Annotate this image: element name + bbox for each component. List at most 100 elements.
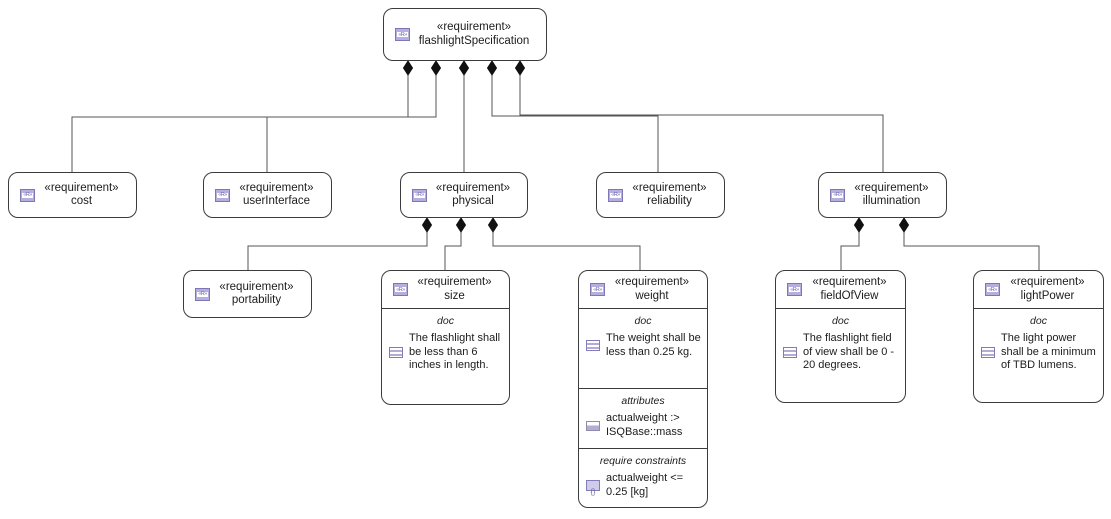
doc-compartment: doc The flashlight shall be less than 6 … xyxy=(382,308,509,377)
composition-diamond xyxy=(898,217,910,233)
stereotype-label: «requirement» xyxy=(219,280,294,293)
node-fieldOfView[interactable]: «R» «requirement» fieldOfView doc The fl… xyxy=(775,270,906,403)
node-header: «R» «requirement» cost xyxy=(9,173,136,217)
composition-diamond xyxy=(430,60,442,76)
stereotype-label: «requirement» xyxy=(614,276,690,288)
composition-connector-fieldOfView[interactable] xyxy=(840,232,860,270)
node-portability[interactable]: «R» «requirement» portability xyxy=(183,270,312,318)
node-reliability[interactable]: «R» «requirement» reliability xyxy=(596,172,725,218)
node-title: «requirement» weight xyxy=(605,276,707,303)
composition-connector-lightPower[interactable] xyxy=(903,232,1040,270)
node-header: «R» «requirement» weight xyxy=(579,271,707,308)
doc-entry: The flashlight field of view shall be 0 … xyxy=(776,327,905,377)
stereotype-label: «requirement» xyxy=(44,181,119,194)
constraint-text: actualweight <= 0.25 [kg] xyxy=(606,472,684,498)
constraint-icon-glyph: {} xyxy=(590,489,596,496)
compartment-label: doc xyxy=(1030,315,1047,327)
node-cost[interactable]: «R» «requirement» cost xyxy=(8,172,137,218)
require-constraints-compartment: require constraints {} actualweight <= 0… xyxy=(579,448,707,507)
composition-connector-portability[interactable] xyxy=(247,232,428,270)
attribute-icon xyxy=(586,420,600,431)
stereotype-label: «requirement» xyxy=(436,21,512,33)
requirement-icon: «R» xyxy=(393,283,408,296)
compartment-label: doc xyxy=(634,315,652,327)
node-physical[interactable]: «R» «requirement» physical xyxy=(400,172,528,218)
node-name: flashlightSpecification xyxy=(418,34,530,47)
node-title: «requirement» size xyxy=(408,276,509,303)
composition-connector-userInterface[interactable] xyxy=(266,75,437,172)
node-header: «R» «requirement» fieldOfView xyxy=(776,271,905,308)
requirement-icon: «R» xyxy=(590,283,605,296)
composition-diamond xyxy=(486,60,498,76)
requirement-icon-band xyxy=(197,291,208,297)
composition-connector-reliability[interactable] xyxy=(491,75,659,172)
attribute-entry: actualweight :> ISQBase::mass xyxy=(579,407,707,443)
node-title: «requirement» fieldOfView xyxy=(802,276,905,303)
requirement-icon-glyph: «R» xyxy=(415,192,424,198)
requirement-icon: «R» xyxy=(20,188,35,202)
node-name: illumination xyxy=(862,195,921,207)
node-name: userInterface xyxy=(242,195,311,207)
node-title: «requirement» userInterface xyxy=(230,182,331,209)
doc-icon xyxy=(586,340,600,351)
requirement-icon: «R» xyxy=(608,188,623,202)
requirement-icon-band xyxy=(610,192,621,198)
node-title: «requirement» lightPower xyxy=(1000,276,1103,303)
node-name: cost xyxy=(70,195,93,207)
composition-diamond xyxy=(514,60,526,76)
composition-connector-weight[interactable] xyxy=(492,232,641,270)
node-title: «requirement» illumination xyxy=(845,182,946,209)
node-size[interactable]: «R» «requirement» size doc The flashligh… xyxy=(381,270,510,405)
composition-connector-size[interactable] xyxy=(444,232,462,270)
node-illumination[interactable]: «R» «requirement» illumination xyxy=(818,172,947,218)
requirement-icon-glyph: «R» xyxy=(396,286,405,293)
requirement-icon: «R» xyxy=(215,188,230,202)
requirement-icon: «R» xyxy=(787,283,802,296)
compartment-label: doc xyxy=(437,315,454,327)
doc-compartment: doc The flashlight field of view shall b… xyxy=(776,308,905,377)
stereotype-label: «requirement» xyxy=(417,276,492,288)
stereotype-label: «requirement» xyxy=(854,181,929,194)
requirement-icon-band xyxy=(397,32,408,37)
node-title: «requirement» cost xyxy=(35,182,136,209)
composition-diamond xyxy=(487,217,499,233)
node-name: weight xyxy=(635,289,669,302)
node-flashlightSpecification[interactable]: «R» «requirement» flashlightSpecificatio… xyxy=(383,8,547,61)
composition-connector-illumination[interactable] xyxy=(519,75,884,172)
requirement-icon-band xyxy=(789,287,800,292)
node-lightPower[interactable]: «R» «requirement» lightPower doc The lig… xyxy=(973,270,1104,403)
requirement-icon-band xyxy=(832,192,843,198)
node-weight[interactable]: «R» «requirement» weight doc The weight … xyxy=(578,270,708,508)
composition-diamond xyxy=(402,60,414,76)
node-title: «requirement» reliability xyxy=(623,182,724,209)
composition-diamond xyxy=(421,217,433,233)
requirement-icon-glyph: «R» xyxy=(198,291,207,297)
stereotype-label: «requirement» xyxy=(632,181,707,194)
compartment-label: attributes xyxy=(621,395,665,407)
node-header: «R» «requirement» lightPower xyxy=(974,271,1103,308)
stereotype-label: «requirement» xyxy=(239,181,314,194)
composition-diamond xyxy=(455,217,467,233)
doc-entry: The flashlight shall be less than 6 inch… xyxy=(382,327,509,377)
doc-entry: The weight shall be less than 0.25 kg. xyxy=(579,327,707,363)
requirement-icon: «R» xyxy=(985,283,1000,296)
composition-connector-cost[interactable] xyxy=(71,75,409,172)
requirement-icon: «R» xyxy=(395,28,410,41)
requirement-icon-band xyxy=(217,192,228,198)
stereotype-label: «requirement» xyxy=(1010,276,1085,288)
doc-icon xyxy=(783,346,797,358)
node-name: portability xyxy=(231,294,282,306)
node-name: size xyxy=(444,289,465,302)
stereotype-label: «requirement» xyxy=(812,276,887,288)
node-header: «R» «requirement» illumination xyxy=(819,173,946,217)
doc-text: The flashlight shall be less than 6 inch… xyxy=(409,332,501,371)
requirement-icon-glyph: «R» xyxy=(218,192,227,198)
node-title: «requirement» flashlightSpecification xyxy=(410,21,546,48)
node-userInterface[interactable]: «R» «requirement» userInterface xyxy=(203,172,332,218)
node-header: «R» «requirement» flashlightSpecificatio… xyxy=(384,9,546,60)
requirement-icon: «R» xyxy=(195,287,210,301)
doc-text: The flashlight field of view shall be 0 … xyxy=(803,332,895,371)
requirement-icon-band xyxy=(414,192,425,198)
node-name: fieldOfView xyxy=(820,289,879,302)
